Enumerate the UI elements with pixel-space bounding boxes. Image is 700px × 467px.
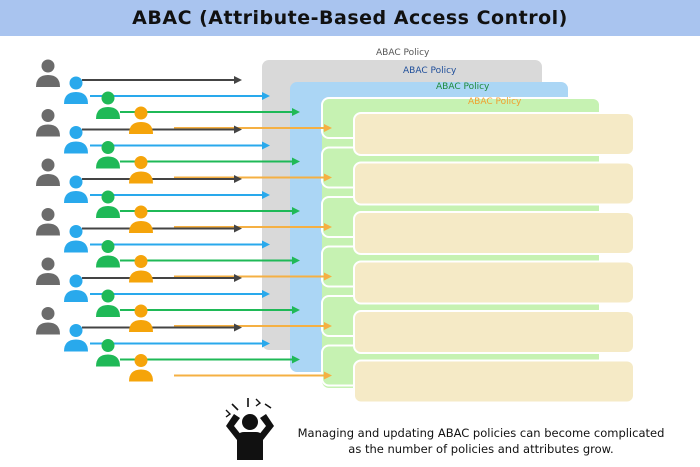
- stressed-person-icon: [225, 398, 274, 460]
- user-icon: [64, 175, 88, 203]
- orange-policy-card: [353, 310, 635, 354]
- user-icon: [36, 307, 60, 335]
- policy-layers: [262, 60, 635, 404]
- orange-policy-card: [353, 112, 635, 156]
- policy-label-blue: ABAC Policy: [403, 66, 457, 76]
- policy-label-gray: ABAC Policy: [376, 48, 430, 58]
- user-icon: [64, 76, 88, 104]
- user-icon: [129, 354, 153, 382]
- user-icon: [64, 324, 88, 352]
- user-icon: [129, 106, 153, 134]
- policy-label-orange: ABAC Policy: [468, 97, 522, 107]
- user-icon: [96, 240, 120, 268]
- user-icon: [129, 205, 153, 233]
- user-icon: [129, 255, 153, 283]
- user-icon: [36, 158, 60, 186]
- user-icon: [36, 109, 60, 137]
- user-icon: [96, 141, 120, 169]
- footer-caption: Managing and updating ABAC policies can …: [296, 425, 666, 457]
- user-icon: [36, 59, 60, 87]
- user-icon: [96, 289, 120, 317]
- user-icon: [64, 274, 88, 302]
- orange-policy-card: [353, 359, 635, 404]
- orange-policy-card: [353, 260, 635, 305]
- orange-policy-card: [353, 211, 635, 255]
- users: [36, 59, 153, 382]
- user-icon: [64, 225, 88, 253]
- user-icon: [96, 91, 120, 119]
- footer-line-1: Managing and updating ABAC policies can …: [297, 426, 665, 440]
- orange-policy-card: [353, 161, 635, 206]
- user-icon: [36, 257, 60, 285]
- user-icon: [96, 190, 120, 218]
- policy-label-green: ABAC Policy: [436, 82, 490, 92]
- user-icon: [129, 156, 153, 184]
- policy-labels: ABAC Policy ABAC Policy ABAC Policy ABAC…: [376, 48, 522, 107]
- user-icon: [96, 339, 120, 367]
- user-icon: [36, 208, 60, 236]
- user-icon: [64, 126, 88, 154]
- user-icon: [129, 304, 153, 332]
- footer-line-2: as the number of policies and attributes…: [348, 442, 614, 456]
- arrows: [82, 76, 332, 380]
- page-title: ABAC (Attribute-Based Access Control): [132, 7, 568, 29]
- title-bar: ABAC (Attribute-Based Access Control): [0, 0, 700, 36]
